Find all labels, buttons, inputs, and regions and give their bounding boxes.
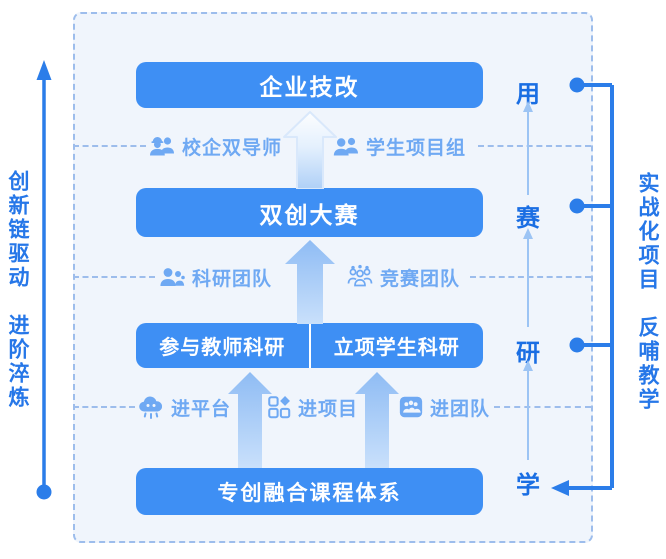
label-enter-platform-text: 进平台 [171,398,232,420]
stage-learn: 学 [516,472,540,499]
teacher-research-label: 参与教师科研 [159,337,286,359]
arrow-up-outline-icon [283,111,337,189]
dashed-connector [73,406,135,408]
project-blocks-icon [268,396,291,419]
student-research-label: 立项学生科研 [333,337,460,359]
left-rail-arrow-icon [36,60,52,500]
stage-contest: 赛 [516,205,540,232]
label-enter-team-text: 进团队 [430,398,491,420]
flow-box-enterprise-label: 企业技改 [259,74,360,100]
flow-box-course-label: 专创融合课程体系 [217,481,402,505]
flow-box-student-research: 立项学生科研 [308,323,484,368]
platform-cloud-icon [139,396,163,419]
label-student-group: 学生项目组 [332,131,466,161]
flow-box-research: 参与教师科研 立项学生科研 [136,323,483,368]
label-contest-team: 竞赛团队 [346,262,460,292]
worker-duo-icon [150,137,174,156]
label-enter-project-text: 进项目 [298,398,359,420]
flow-box-contest-label: 双创大赛 [259,201,360,228]
dashed-connector [470,276,591,278]
flow-box-course: 专创融合课程体系 [136,468,483,515]
right-rail-bracket-icon [551,77,614,496]
flow-box-contest: 双创大赛 [136,188,483,237]
dashed-connector [73,276,155,278]
thin-up-arrow-icon [523,101,533,195]
label-research-team: 科研团队 [158,262,272,292]
right-rail-label: 实战化项目 反哺教学 [636,172,659,412]
label-student-group-text: 学生项目组 [366,137,467,159]
dashed-connector [73,145,146,147]
contest-team-icon [347,264,373,287]
arrow-up-solid-icon [285,240,335,324]
thin-up-arrow-icon [523,228,533,327]
label-enter-platform: 进平台 [137,392,231,422]
flow-box-enterprise: 企业技改 [136,62,483,108]
team-badge-icon [399,396,423,418]
arrow-up-solid-icon [355,372,399,468]
thin-up-arrow-icon [523,360,533,460]
label-mentor: 校企双导师 [148,131,282,161]
label-research-team-text: 科研团队 [192,268,273,290]
arrow-up-solid-icon [228,372,272,468]
students-duo-icon [333,137,358,156]
label-enter-team: 进团队 [398,392,490,422]
label-contest-team-text: 竞赛团队 [380,268,461,290]
dashed-connector [494,406,591,408]
dashed-connector [478,145,591,147]
label-enter-project: 进项目 [266,392,358,422]
flow-box-teacher-research: 参与教师科研 [136,323,309,368]
left-rail-label: 创新链驱动 进阶淬炼 [6,170,29,410]
label-mentor-text: 校企双导师 [182,137,283,159]
research-team-icon [160,268,185,286]
